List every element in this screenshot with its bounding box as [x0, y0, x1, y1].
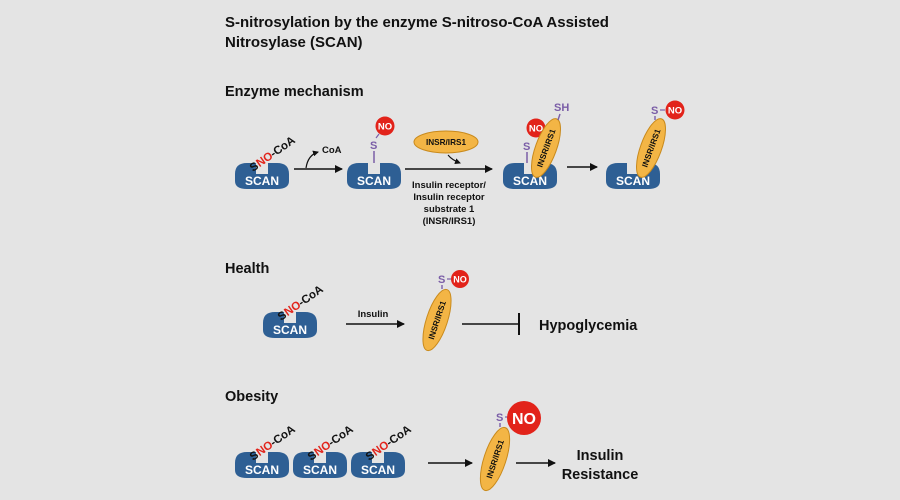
insr-desc-line2: Insulin receptor	[413, 192, 485, 203]
no-text: NO	[512, 411, 536, 428]
insr-irs1-oval	[636, 118, 666, 178]
diagram-title-line2: Nitrosylase (SCAN)	[225, 34, 363, 51]
health-insr-nitrosylated: INSR/IRS1 S NO	[422, 270, 469, 352]
sno-coa-text: -CoA	[384, 424, 413, 450]
scan-label: SCAN	[303, 463, 337, 477]
insr-irs1-oval	[479, 426, 511, 492]
no-text: NO	[453, 275, 467, 285]
insr-binding-arrow	[447, 154, 461, 165]
section-enzyme-mechanism: Enzyme mechanism	[225, 84, 364, 100]
no-circle	[665, 100, 685, 120]
scan-shape	[235, 452, 289, 478]
s-label: S	[370, 140, 377, 152]
sno-coa-text: -CoA	[268, 424, 297, 450]
sno-coa-text: -CoA	[326, 424, 355, 450]
insr-irs1-oval	[422, 288, 452, 352]
no-circle	[375, 116, 395, 136]
s-label: S	[438, 274, 445, 286]
no-text: NO	[668, 106, 682, 117]
no-circle	[526, 118, 546, 138]
section-obesity: Obesity	[225, 389, 278, 405]
scan-shape	[293, 452, 347, 478]
scan-label: SCAN	[361, 463, 395, 477]
insr-desc-line4: (INSR/IRS1)	[423, 216, 476, 227]
scan-label: SCAN	[273, 323, 307, 337]
no-circle	[451, 270, 469, 288]
s-label: S	[651, 105, 658, 117]
scan-shape	[235, 163, 289, 189]
scan-enzyme-nitrosylated-insr: SCAN INSR/IRS1 S NO	[606, 100, 685, 189]
diagram-title-line1: S-nitrosylation by the enzyme S-nitroso-…	[225, 14, 609, 31]
obesity-insr-nitrosylated: INSR/IRS1 S NO	[479, 401, 541, 492]
obesity-scan-3: SCAN S NO -CoA	[351, 424, 414, 478]
sh-label: SH	[554, 102, 569, 114]
no-text: NO	[378, 122, 392, 133]
scan-label: SCAN	[357, 174, 391, 188]
obesity-scan-1: SCAN S NO -CoA	[235, 424, 298, 478]
insr-irs1-pill-label: INSR/IRS1	[426, 138, 466, 147]
insr-irs1-pill	[413, 130, 479, 154]
sno-coa-text: -CoA	[296, 284, 325, 310]
health-scan-with-sno-coa: SCAN S NO -CoA	[263, 284, 326, 338]
scan-shape	[351, 452, 405, 478]
insulin-label: Insulin	[358, 309, 389, 320]
coa-release-arrow	[305, 150, 319, 169]
coa-label: CoA	[322, 145, 342, 156]
scan-shape	[347, 163, 401, 189]
scan-enzyme-with-sno-coa: SCAN S NO -CoA	[235, 135, 298, 189]
s-label: S	[523, 141, 530, 153]
scan-label: SCAN	[245, 463, 279, 477]
insulin-resistance-line1: Insulin	[577, 448, 624, 464]
obesity-scan-2: SCAN S NO -CoA	[293, 424, 356, 478]
scan-enzyme-complex: SCAN S NO INSR/IRS1 SH	[503, 102, 569, 189]
insulin-resistance-line2: Resistance	[562, 467, 639, 483]
hypoglycemia-label: Hypoglycemia	[539, 318, 638, 334]
no-circle-large	[507, 401, 541, 435]
no-text: NO	[529, 124, 543, 135]
section-health: Health	[225, 261, 269, 277]
scan-enzyme-s-no: SCAN S NO	[347, 116, 401, 189]
scan-shape	[263, 312, 317, 338]
scan-label: SCAN	[245, 174, 279, 188]
s-label: S	[496, 412, 503, 424]
sno-coa-text: -CoA	[268, 135, 297, 161]
scan-label: SCAN	[513, 174, 547, 188]
insr-desc-line1: Insulin receptor/	[412, 180, 486, 191]
insr-irs1-oval	[531, 118, 561, 178]
insr-desc-line3: substrate 1	[424, 204, 475, 215]
